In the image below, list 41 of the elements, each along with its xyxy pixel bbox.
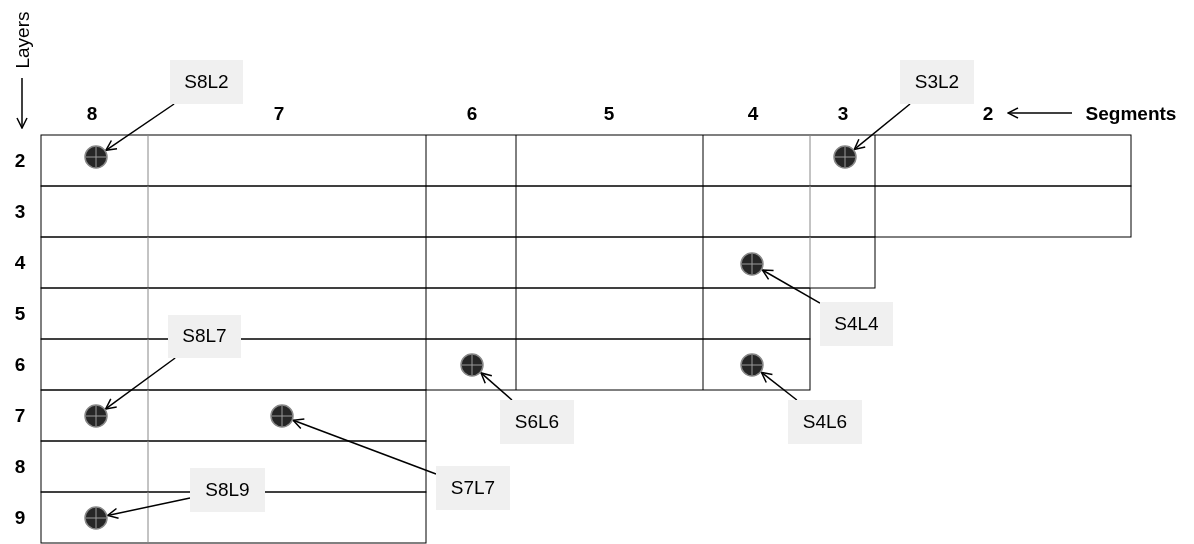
column-number: 3 (837, 103, 849, 123)
row-number: 7 (14, 405, 26, 425)
marker-circle (740, 353, 764, 377)
column-number: 4 (747, 103, 759, 123)
leader-arrow (480, 372, 513, 401)
leader-arrow (853, 103, 911, 151)
marker-circle (84, 506, 108, 530)
callout-label: S8L7 (168, 315, 241, 358)
leader-arrow (105, 103, 175, 151)
marker-circle (84, 404, 108, 428)
row-number: 8 (14, 456, 26, 476)
column-number: 5 (603, 103, 615, 123)
leader-arrow (104, 357, 176, 410)
column-number: 2 (982, 103, 994, 123)
row-number: 5 (14, 303, 26, 323)
marker-circle (84, 145, 108, 169)
marker-circle (460, 353, 484, 377)
marker-circle (833, 145, 857, 169)
row-number: 2 (14, 150, 26, 170)
row-number: 3 (14, 201, 26, 221)
row-number: 9 (14, 507, 26, 527)
leader-arrow (107, 497, 191, 520)
leader-arrow (760, 371, 798, 401)
callout-label: S4L6 (788, 400, 862, 444)
row-number: 6 (14, 354, 26, 374)
marker-circle (740, 252, 764, 276)
column-number: 7 (273, 103, 285, 123)
column-number: 8 (86, 103, 98, 123)
callout-label: S8L2 (170, 60, 243, 104)
leader-arrow (292, 418, 437, 475)
leader-arrow (761, 269, 821, 304)
callout-label: S4L4 (820, 302, 893, 346)
callout-label: S7L7 (436, 466, 510, 510)
axis-title: Segments (1085, 103, 1177, 123)
column-number: 6 (466, 103, 478, 123)
callout-label: S6L6 (500, 400, 574, 444)
axis-title: Layers (12, 11, 32, 69)
callout-label: S3L2 (900, 60, 974, 104)
callout-label: S8L9 (190, 468, 265, 512)
row-number: 4 (14, 252, 26, 272)
marker-circle (270, 404, 294, 428)
